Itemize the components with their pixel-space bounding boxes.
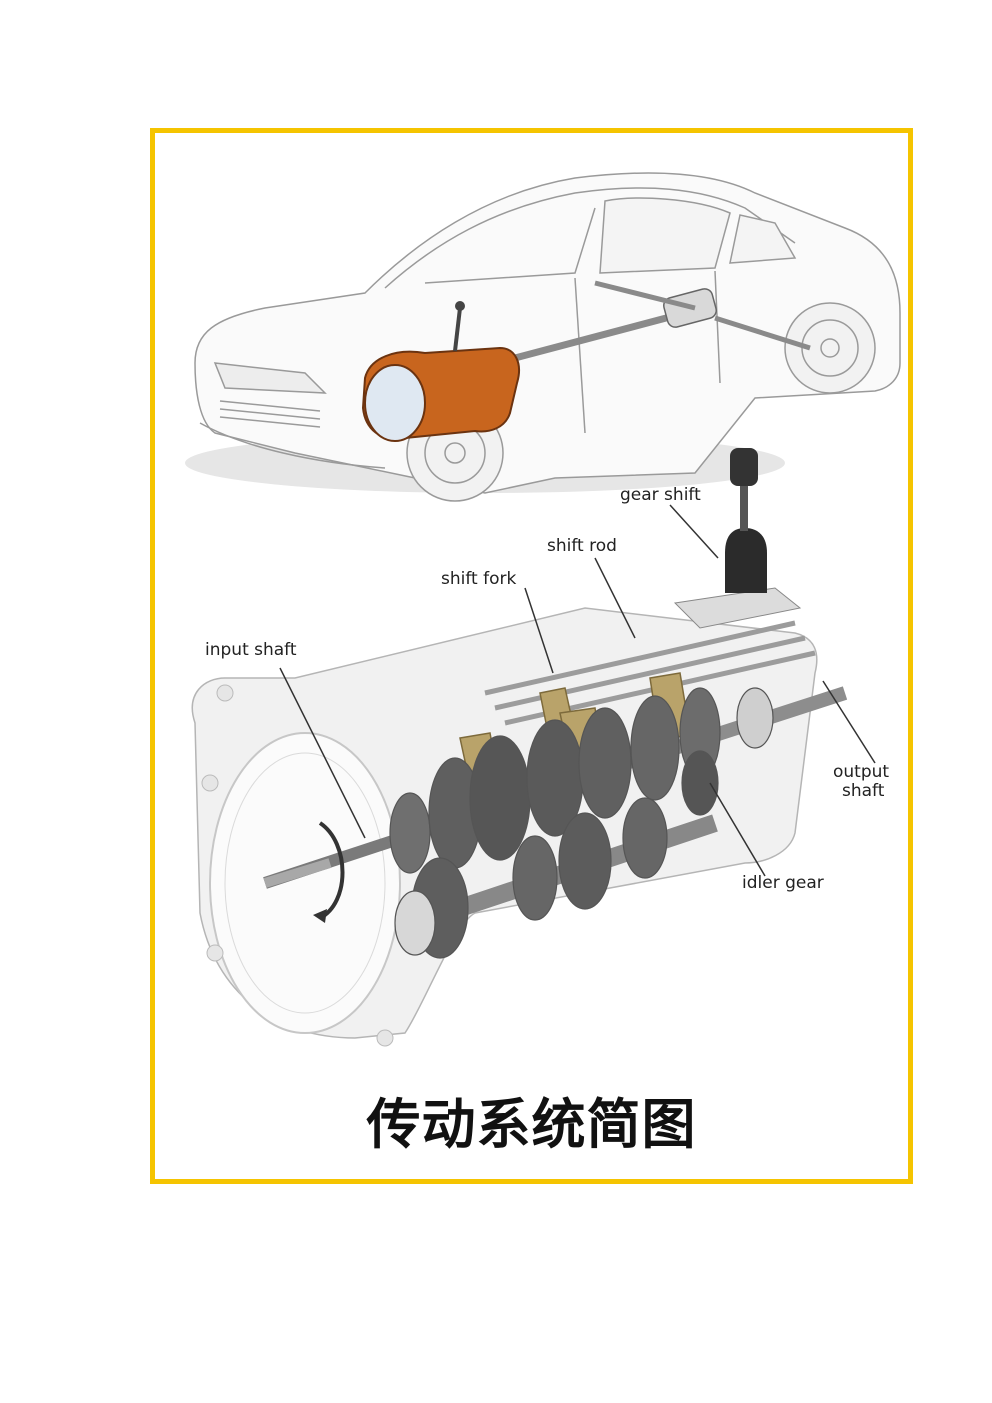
transmission-highlight <box>361 301 520 442</box>
caption-title: 传动系统简图 <box>366 1093 697 1156</box>
leader-lines <box>279 504 876 877</box>
label-shift-fork: shift fork <box>441 569 516 589</box>
label-gear-shift: gear shift <box>620 485 701 505</box>
label-input-shaft: input shaft <box>205 640 297 660</box>
label-idler-gear: idler gear <box>742 873 824 893</box>
car-cutaway <box>185 172 901 502</box>
label-shift-rod: shift rod <box>547 536 617 556</box>
drive-shaft <box>514 280 811 362</box>
transmission-illustration: gear shift shift rod shift fork input sh… <box>185 172 901 1047</box>
label-output-shaft-2: shaft <box>842 781 885 801</box>
gearbox-cutaway <box>191 448 848 1047</box>
gear-shift-lever <box>673 448 802 629</box>
label-output-shaft-1: output <box>833 762 889 782</box>
